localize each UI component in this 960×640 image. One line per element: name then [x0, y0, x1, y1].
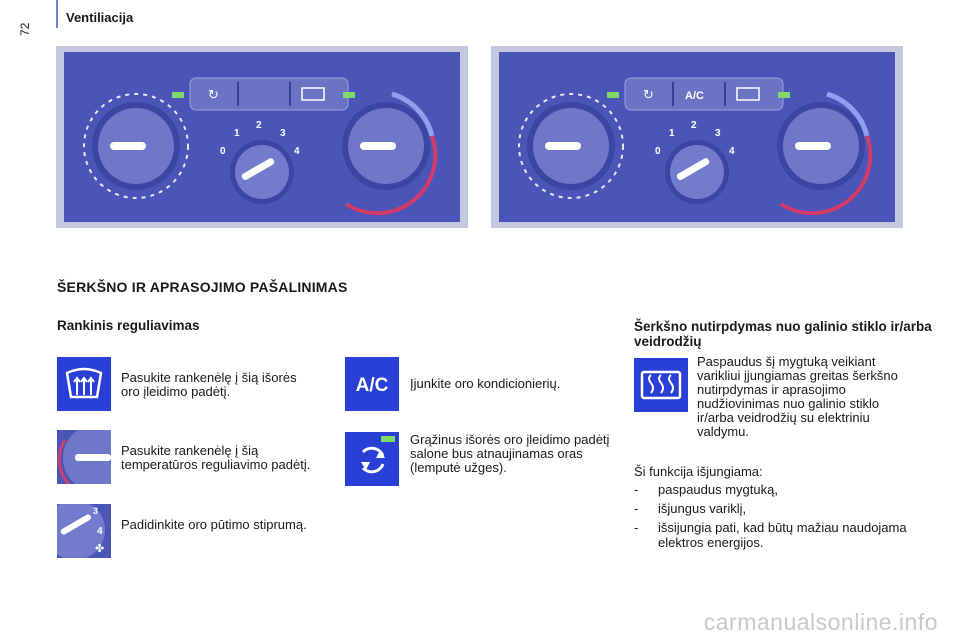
ac-icon: A/C: [345, 357, 399, 411]
svg-text:2: 2: [691, 120, 697, 131]
rear-defrost-instruction: Paspaudus šį mygtuką veikiant varikliui …: [697, 354, 898, 439]
windscreen-defrost-icon: [57, 357, 111, 411]
temperature-instruction: Pasukite rankenėlę į šią temperatūros re…: [121, 443, 311, 472]
temperature-knob-icon: [57, 430, 111, 484]
control-panel-ac-illustration: ↻ A/C 0 1 2 3 4: [518, 77, 873, 216]
fan-instruction: Padidinkite oro pūtimo stiprumą.: [121, 517, 307, 532]
fan-knob: [235, 145, 289, 199]
switch-off-list: Ši funkcija išjungiama: -paspaudus mygtu…: [634, 464, 924, 554]
recirculation-instruction: Grąžinus išorės oro įleidimo padėtį salo…: [410, 432, 610, 475]
temp-scale-hot: [344, 135, 438, 216]
rear-defrost-icon: [301, 87, 325, 101]
list-item: -išsijungia pati, kad būtų mažiau naudoj…: [634, 520, 907, 550]
air-distribution-scale: [83, 93, 189, 199]
rear-defrost-icon: [736, 87, 760, 101]
switch-off-intro: Ši funkcija išjungiama:: [634, 464, 763, 479]
indicator-right: [343, 92, 355, 98]
air-distribution-knob-grip: [110, 142, 146, 150]
svg-text:✤: ✤: [95, 543, 104, 555]
svg-text:3: 3: [93, 506, 98, 516]
defrost-instruction: Pasukite rankenėlę į šią išorės oro įlei…: [121, 370, 297, 399]
recirculation-icon: ↻: [208, 88, 219, 103]
rear-defrost-button-icon: [634, 358, 688, 412]
temp-scale-cold: [391, 91, 435, 137]
fan-speed-3: 3: [280, 128, 286, 139]
svg-text:A/C: A/C: [356, 375, 389, 396]
fan-speed-2: 2: [256, 120, 262, 131]
svg-text:3: 3: [715, 128, 721, 139]
recirculation-icon: [345, 432, 399, 486]
temperature-knob-grip: [360, 142, 396, 150]
fan-knob-icon: 4 3 ✤: [57, 504, 111, 558]
list-item: -išjungus variklį,: [634, 501, 747, 516]
fan-knob-grip: [241, 158, 275, 181]
main-title: ŠERKŠNO IR APRASOJIMO PAŠALINIMAS: [57, 279, 348, 295]
svg-text:1: 1: [669, 128, 675, 139]
list-item: -paspaudus mygtuką,: [634, 482, 778, 497]
ac-button-label: A/C: [685, 90, 704, 102]
control-panel-manual-illustration: ↻ 0 1 2 3 4: [83, 77, 438, 216]
svg-text:0: 0: [655, 146, 661, 157]
recirculation-icon: ↻: [643, 88, 654, 103]
svg-text:4: 4: [729, 146, 735, 157]
rear-defrost-title: Šerkšno nutirpdymas nuo galinio stiklo i…: [634, 319, 932, 349]
svg-text:4: 4: [97, 526, 103, 537]
manual-subtitle: Rankinis reguliavimas: [57, 318, 200, 333]
fan-speed-1: 1: [234, 128, 240, 139]
indicator-left: [172, 92, 184, 98]
section-header: Ventiliacija: [66, 10, 134, 25]
ac-instruction: Įjunkite oro kondicionierių.: [410, 376, 561, 391]
control-panel-manual: ↻ 0 1 2 3 4: [56, 46, 468, 228]
page-number: 72: [18, 22, 32, 36]
watermark: carmanualsonline.info: [703, 609, 938, 635]
control-panel-ac: ↻ A/C 0 1 2 3 4: [491, 46, 903, 228]
fan-speed-4: 4: [294, 146, 300, 157]
fan-speed-0: 0: [220, 146, 226, 157]
page-rule: [56, 0, 58, 28]
